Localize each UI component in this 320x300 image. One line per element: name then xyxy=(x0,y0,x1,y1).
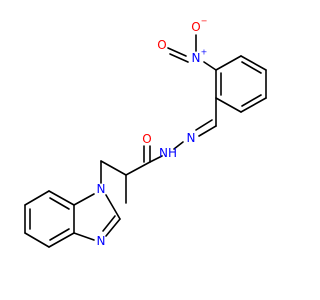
bond-ch-n-2 xyxy=(195,119,213,131)
bond-benzo-d xyxy=(24,232,50,248)
bond-ring-d xyxy=(240,97,267,113)
bond-benzo-e xyxy=(48,232,75,248)
bond-ring-b xyxy=(240,55,267,71)
bond-c7a-n1 xyxy=(73,193,95,206)
bond-benzo-a xyxy=(48,190,75,206)
bond-n-nh xyxy=(173,141,184,150)
atom-n-imidazole-3: N xyxy=(97,234,106,248)
bond-ch-n xyxy=(198,125,217,137)
atom-n-nitro: N xyxy=(192,51,201,65)
bond-c2-n3-2 xyxy=(102,215,116,232)
bond-n1-c2 xyxy=(105,194,121,220)
bond-n3-c3a xyxy=(73,232,95,241)
bond-nitro-o-left-2 xyxy=(169,53,189,63)
bond-nitro-o-left xyxy=(167,47,187,57)
charge-n-nitro: + xyxy=(201,48,208,57)
bond-benzo-e-inner xyxy=(49,228,70,241)
atom-o-nitro-top: O xyxy=(191,20,200,34)
bond-ring-a xyxy=(215,55,242,71)
bond-layer xyxy=(24,34,267,248)
atom-label-layer: N + O − O N NH O N N xyxy=(97,17,208,249)
bond-c2-n3 xyxy=(105,218,121,237)
bond-carbonyl-ch xyxy=(125,161,151,176)
atom-n-hydrazone: N xyxy=(187,131,196,145)
bond-ch-ch2 xyxy=(100,160,127,176)
atom-nh-hydrazide: NH xyxy=(159,146,177,160)
molecule-structure-diagram: N + O − O N NH O N N xyxy=(24,17,267,249)
bond-ring-nitro xyxy=(203,61,217,71)
atom-o-nitro-left: O xyxy=(157,38,166,52)
bond-ring-d-inner xyxy=(241,94,262,107)
bond-benzo-a-inner xyxy=(49,197,70,210)
atom-o-amide: O xyxy=(142,132,151,146)
bond-nh-carbonyl xyxy=(149,155,163,163)
bond-ring-e xyxy=(215,97,242,113)
bond-benzo-b xyxy=(24,190,50,206)
charge-o-nitro: − xyxy=(201,17,208,26)
bond-ring-b-inner xyxy=(241,61,262,74)
atom-n-imidazole-1: N xyxy=(97,182,106,196)
